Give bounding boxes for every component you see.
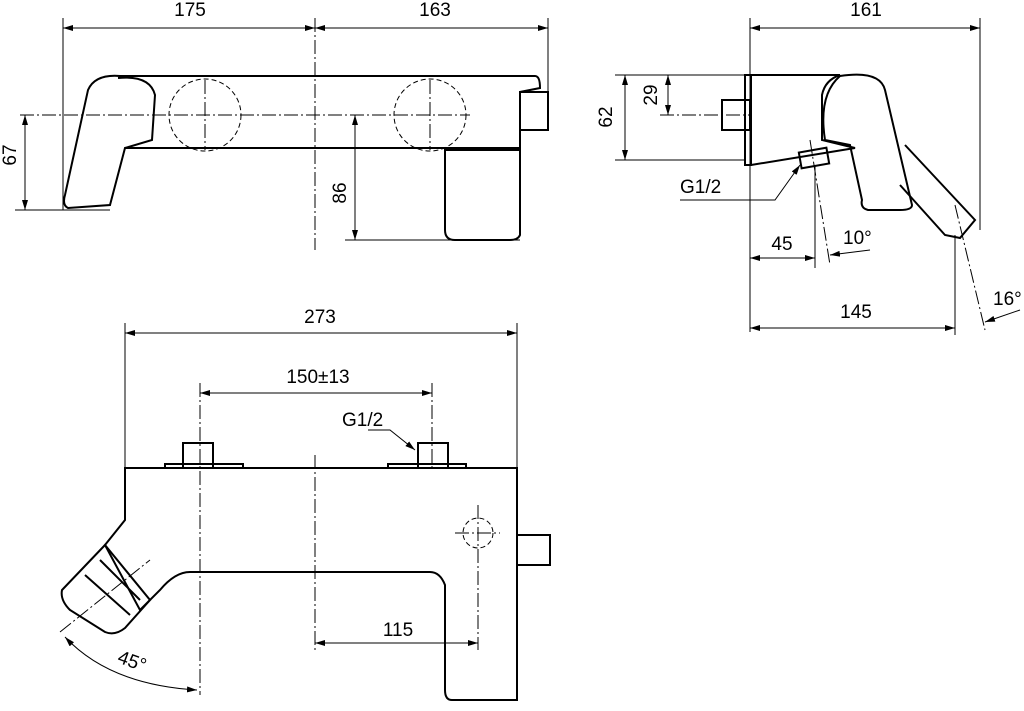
dim-67: 67 xyxy=(0,144,21,165)
dim-115: 115 xyxy=(383,620,413,641)
side-view: 175 163 67 86 xyxy=(0,0,549,250)
dim-145: 145 xyxy=(840,302,872,323)
dim-45: 45 xyxy=(771,234,792,255)
dim-29: 29 xyxy=(641,84,662,105)
dim-86: 86 xyxy=(330,182,351,203)
dim-163: 163 xyxy=(419,0,451,21)
thread-label-top: G1/2 xyxy=(342,410,383,431)
dim-150: 150±13 xyxy=(286,367,349,388)
angle-10: 10° xyxy=(843,228,872,249)
angle-45: 45° xyxy=(115,647,149,677)
dim-161: 161 xyxy=(850,0,882,21)
thread-label: G1/2 xyxy=(680,177,721,198)
dim-175: 175 xyxy=(174,0,206,21)
angle-16: 16° xyxy=(993,289,1022,310)
dim-273: 273 xyxy=(304,307,336,328)
top-view: 273 150±13 G1/2 115 45° xyxy=(59,307,551,701)
dim-62: 62 xyxy=(596,106,617,127)
end-view: 161 62 29 G1/2 45 10° 145 16° xyxy=(596,0,1022,335)
